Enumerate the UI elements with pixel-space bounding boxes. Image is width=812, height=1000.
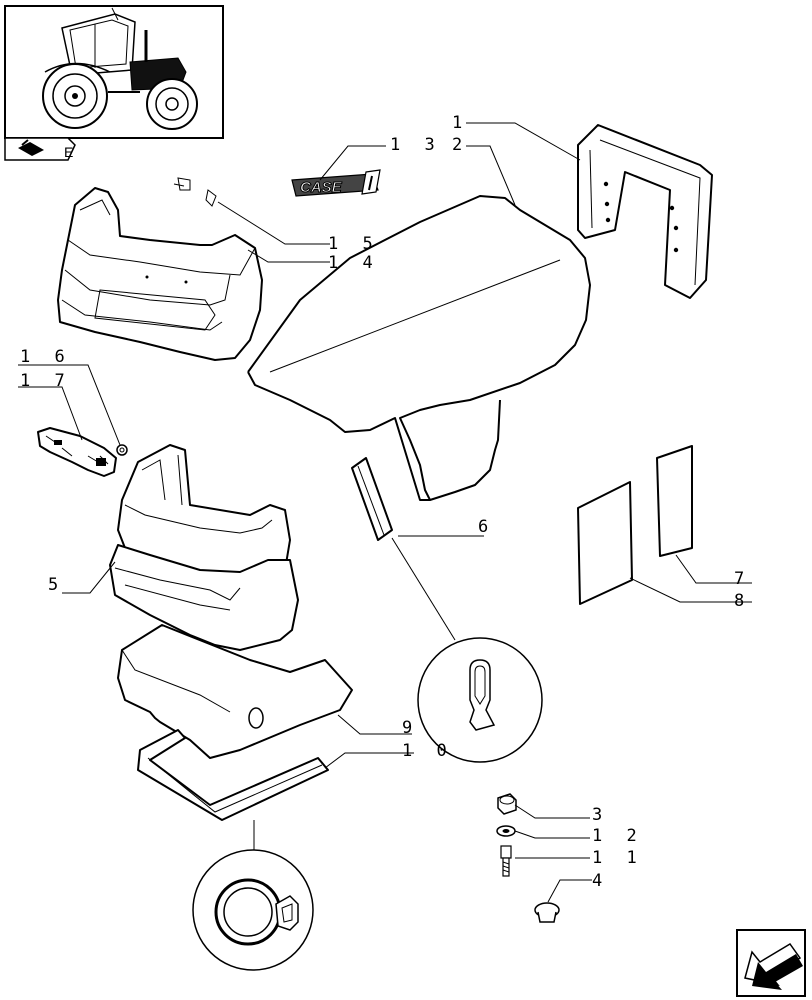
part-17-bracket (37, 427, 117, 477)
callout-7: 7 (734, 569, 751, 589)
book-icon (18, 139, 44, 156)
part-14-front-grille (57, 187, 263, 361)
leader-lines (18, 122, 752, 903)
next-page-button[interactable] (736, 929, 806, 997)
callout-8: 8 (734, 591, 751, 611)
callout-5: 5 (48, 575, 65, 595)
part-3-nut (497, 793, 517, 815)
arrow-left-down-icon (744, 943, 803, 990)
callout-11: 1 1 (592, 848, 644, 868)
part-12-washer (496, 825, 516, 837)
callout-4: 4 (592, 871, 609, 891)
detail-seal-profile (192, 849, 314, 971)
callout-13: 1 3 (390, 135, 442, 155)
part-6-edge-strip (351, 457, 393, 541)
part-13-logo-badge: CASE (291, 169, 381, 197)
part-5-side-panels (109, 444, 299, 651)
logo-text: CASE (300, 179, 343, 196)
callout-2: 2 (452, 135, 469, 155)
callout-16: 1 6 (20, 347, 72, 367)
callout-3: 3 (592, 805, 609, 825)
thumbnail-tag: E (64, 144, 73, 160)
callout-15: 1 5 (328, 234, 380, 254)
part-11-bolt (500, 845, 512, 877)
part-4-grommet (534, 902, 560, 923)
callout-14: 1 4 (328, 253, 380, 273)
part-15-clip (173, 177, 217, 207)
part-10-seal (137, 729, 329, 821)
part-8-decal (577, 481, 633, 605)
callout-10: 1 0 (402, 741, 454, 761)
callout-12: 1 2 (592, 826, 644, 846)
callout-17: 1 7 (20, 371, 72, 391)
detail-clip-profile (417, 637, 543, 763)
part-2-hood (247, 195, 591, 501)
part-1-rear-frame (577, 124, 713, 299)
callout-labels: 1 2 1 3 1 5 1 4 1 6 1 7 6 5 7 8 9 1 0 3 … (20, 113, 751, 891)
part-16-nut (116, 444, 128, 456)
book-tag[interactable]: E (4, 137, 76, 161)
callout-9: 9 (402, 718, 419, 738)
callout-1: 1 (452, 113, 469, 133)
part-7-decal (656, 445, 693, 557)
tractor-thumbnail (4, 5, 224, 139)
callout-6: 6 (478, 517, 495, 537)
part-9-lower-panel (117, 624, 353, 759)
